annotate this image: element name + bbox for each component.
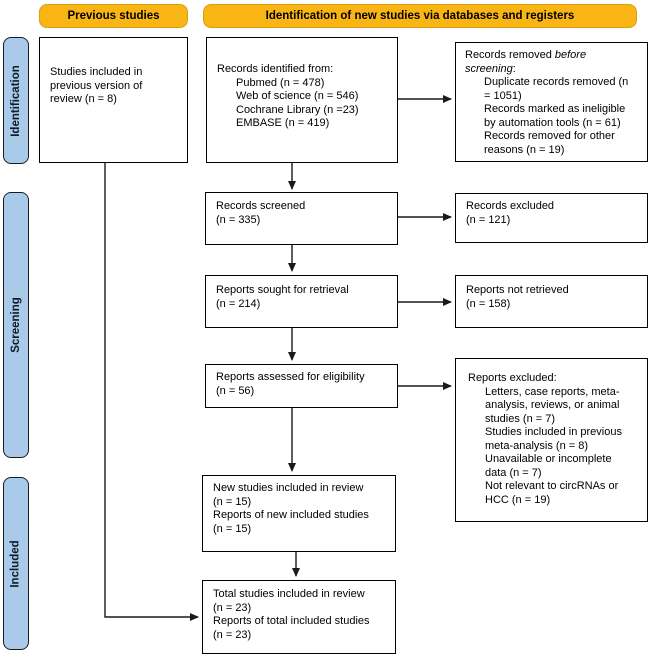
box-records-screened: Records screened (n = 335)	[205, 192, 398, 245]
box-text-line: (n = 15)	[213, 495, 252, 508]
box-records-identified: Records identified from: Pubmed (n = 478…	[206, 37, 398, 163]
box-text-line: Reports sought for retrieval	[216, 284, 349, 296]
box-text-line: (n = 23)	[213, 601, 252, 614]
box-text-line: Records screened	[216, 200, 306, 212]
box-new-studies-included: New studies included in review (n = 15) …	[202, 475, 396, 552]
box-title: Records removed before	[465, 49, 587, 61]
stage-label-included: Included	[10, 539, 22, 588]
stage-label-identification: Identification	[10, 64, 22, 137]
box-reports-sought: Reports sought for retrieval (n = 214)	[205, 275, 398, 328]
box-text-line: (n = 158)	[466, 297, 511, 310]
database-item: EMBASE (n = 419)	[236, 117, 330, 129]
box-reports-excluded: Reports excluded: Letters, case reports,…	[455, 358, 648, 522]
excluded-reason-line: HCC (n = 19)	[485, 493, 551, 506]
arrow-previous-to-total	[104, 163, 199, 621]
box-text-line: review (n = 8)	[50, 93, 117, 105]
excluded-reason-line: analysis, reviews, or animal	[485, 399, 620, 411]
header-previous-studies: Previous studies	[39, 4, 188, 28]
box-text-line: previous version of	[50, 79, 143, 92]
excluded-reason-line: Not relevant to circRNAs or	[485, 480, 619, 492]
removed-reason-line: reasons (n = 19)	[484, 143, 565, 156]
box-text-line: (n = 23)	[213, 628, 252, 641]
database-item: Cochrane Library (n =23)	[236, 103, 359, 116]
database-item: Pubmed (n = 478)	[236, 76, 325, 89]
removed-reason-line: Duplicate records removed (n	[484, 76, 629, 88]
excluded-reason-line: studies (n = 7)	[485, 412, 556, 425]
box-reports-assessed: Reports assessed for eligibility (n = 56…	[205, 364, 398, 408]
box-title: Records identified from:	[217, 63, 334, 75]
box-text-line: (n = 56)	[216, 384, 255, 397]
box-text-line: Reports not retrieved	[466, 284, 569, 296]
box-text-line: Reports assessed for eligibility	[216, 371, 365, 383]
excluded-reason-line: meta-analysis (n = 8)	[485, 439, 589, 452]
header-identification-new-studies: Identification of new studies via databa…	[203, 4, 637, 28]
stage-label-screening: Screening	[10, 297, 23, 353]
box-text-line: (n = 335)	[216, 213, 261, 226]
box-text-line: Total studies included in review	[213, 588, 365, 600]
stage-bar-screening: Screening	[3, 192, 29, 458]
excluded-reason-line: Letters, case reports, meta-	[485, 385, 620, 398]
box-text-line: Records excluded	[466, 200, 555, 212]
box-text-line: Reports of total included studies	[213, 615, 370, 627]
box-total-studies-included: Total studies included in review (n = 23…	[202, 580, 396, 654]
removed-reason-line: by automation tools (n = 61)	[484, 116, 621, 129]
box-text-line: (n = 121)	[466, 213, 511, 226]
removed-reason-line: Records removed for other	[484, 130, 615, 142]
box-text-line: Studies included in	[50, 66, 143, 78]
excluded-reason-line: data (n = 7)	[485, 466, 542, 479]
box-text-line: (n = 214)	[216, 297, 261, 310]
stage-bar-identification: Identification	[3, 37, 29, 164]
box-records-excluded: Records excluded (n = 121)	[455, 193, 648, 243]
box-reports-not-retrieved: Reports not retrieved (n = 158)	[455, 275, 648, 328]
excluded-reason-line: Studies included in previous	[485, 426, 622, 438]
box-records-removed: Records removed before screening: Duplic…	[455, 42, 648, 162]
box-previous-review: Studies included in previous version of …	[39, 37, 188, 163]
removed-reason-line: = 1051)	[484, 89, 522, 102]
stage-bar-included: Included	[3, 477, 29, 650]
box-title: screening:	[465, 62, 516, 75]
box-text-line: Reports of new included studies	[213, 509, 369, 521]
removed-reason-line: Records marked as ineligible	[484, 103, 626, 115]
box-text-line: New studies included in review	[213, 482, 364, 494]
database-item: Web of science (n = 546)	[236, 90, 359, 102]
excluded-reason-line: Unavailable or incomplete	[485, 453, 612, 465]
box-title: Reports excluded:	[468, 372, 557, 384]
box-text-line: (n = 15)	[213, 522, 252, 535]
